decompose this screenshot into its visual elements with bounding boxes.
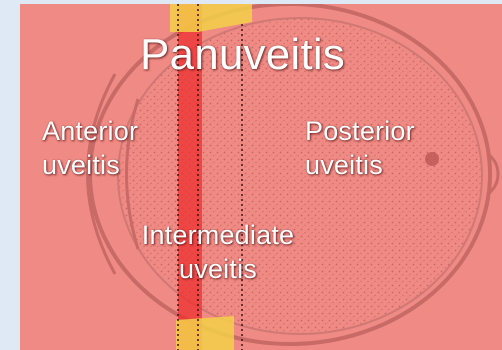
band-cap-bottom <box>176 316 234 350</box>
label-line: Posterior <box>305 114 415 148</box>
panuveitis-diagram: Panuveitis Anterior uveitis Posterior uv… <box>20 4 502 350</box>
label-posterior-uveitis: Posterior uveitis <box>305 114 415 182</box>
label-line: Intermediate <box>133 218 303 252</box>
label-line: uveitis <box>305 148 415 182</box>
label-anterior-uveitis: Anterior uveitis <box>42 114 138 182</box>
optic-disc <box>425 152 439 166</box>
diagram-title: Panuveitis <box>140 30 345 80</box>
label-line: Anterior <box>42 114 138 148</box>
label-line: uveitis <box>42 148 138 182</box>
label-line: uveitis <box>133 252 303 286</box>
label-intermediate-uveitis: Intermediate uveitis <box>133 218 303 286</box>
